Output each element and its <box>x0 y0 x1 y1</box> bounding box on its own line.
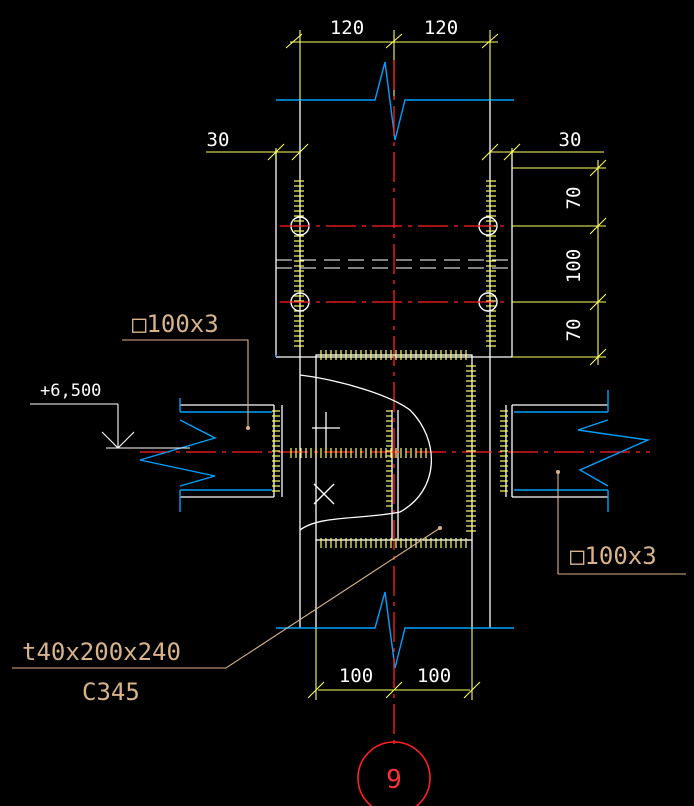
centerlines <box>140 60 650 748</box>
column-flanges <box>275 61 514 669</box>
right-tube-label: □100x3 <box>570 542 657 570</box>
annotation-dots <box>246 426 560 530</box>
dim-bottom-right: 100 <box>417 665 451 687</box>
upper-welds <box>294 178 496 348</box>
grid-axis-label: 9 <box>386 765 402 795</box>
plate-material-label: C345 <box>82 678 140 706</box>
elevation-marker <box>30 403 190 449</box>
plate-welds <box>288 350 476 548</box>
dim-right-vertical-3: 70 <box>563 319 585 342</box>
dim-top-right: 120 <box>424 17 458 39</box>
column-dimension-guides <box>206 30 607 700</box>
hole-lines <box>276 259 512 269</box>
right-beam-weld <box>500 410 508 492</box>
dim-top-left: 120 <box>330 17 364 39</box>
annotation-leaders <box>12 339 686 669</box>
dim-right-vertical-2: 100 <box>563 249 585 283</box>
plate-size-label: t40x200x240 <box>22 638 181 666</box>
dim-right-offset: 30 <box>559 129 582 151</box>
left-beam <box>180 404 283 498</box>
dim-left-offset: 30 <box>207 129 230 151</box>
left-tube-label: □100x3 <box>132 310 219 338</box>
grid-bubble <box>357 741 431 806</box>
dim-right-vertical-1: 70 <box>563 187 585 210</box>
elevation-label: +6,500 <box>40 381 101 401</box>
right-beam <box>505 404 608 498</box>
left-beam-weld <box>272 410 280 492</box>
left-beam-flanges <box>139 398 272 512</box>
dim-bottom-left: 100 <box>339 665 373 687</box>
right-beam-flanges <box>514 390 651 512</box>
